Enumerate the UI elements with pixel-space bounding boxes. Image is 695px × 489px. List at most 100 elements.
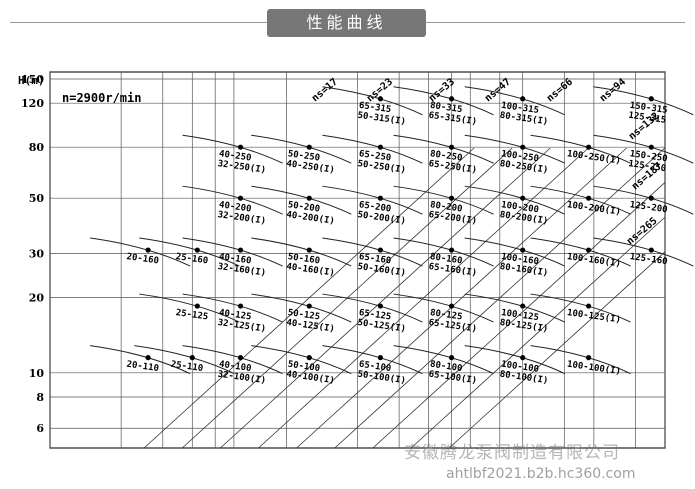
point-label: 20-110: [126, 360, 160, 374]
ns-line: [258, 147, 589, 449]
point-label-line: 40-250: [218, 149, 252, 163]
y-tick-label: 6: [36, 422, 44, 435]
data-point: [585, 195, 592, 201]
pump-curve: [322, 86, 423, 116]
data-point: [377, 247, 384, 253]
point-label-line: 32-160(I): [217, 262, 267, 279]
point-label-line: 40-160: [218, 252, 252, 266]
data-point: [585, 144, 592, 150]
watermark-company: 安徽腾龙泵阀制造有限公司: [404, 443, 620, 463]
ns-line: [143, 147, 475, 449]
data-point: [377, 96, 384, 102]
ns-line: [410, 216, 666, 449]
pump-curve: [182, 134, 283, 164]
pump-curve: [90, 237, 191, 267]
pump-curve: [393, 293, 494, 323]
point-label-line: 80-315(I): [499, 111, 549, 128]
pump-curve: [139, 237, 240, 267]
ns-line: [334, 147, 666, 449]
point-label-line: 65-200: [358, 200, 392, 214]
point-label-line: 80-200(I): [499, 210, 549, 227]
point-label-line: 20-110: [126, 360, 160, 374]
ns-line: [372, 182, 666, 449]
data-point: [189, 355, 195, 361]
point-label-line: 32-100(I): [217, 370, 267, 387]
y-tick-label: 8: [36, 391, 44, 404]
points: [145, 96, 654, 361]
data-point: [448, 355, 455, 361]
point-label: 125-200: [629, 200, 668, 215]
point-label-line: 80-250(I): [499, 159, 549, 176]
data-point: [377, 195, 384, 201]
point-label-line: 40-160(I): [286, 262, 336, 279]
pump-curve: [139, 293, 240, 323]
curves: [90, 86, 694, 375]
point-label-line: 40-200(I): [286, 210, 336, 227]
data-point: [520, 144, 526, 150]
pump-curve: [464, 86, 565, 116]
ns-label: ns=17: [310, 77, 340, 105]
point-label-line: 40-125: [218, 308, 252, 322]
pump-curve: [251, 293, 352, 323]
pump-curve: [251, 237, 352, 267]
data-point: [448, 247, 455, 253]
y-tick-label: 150: [21, 73, 44, 86]
data-point: [194, 247, 200, 253]
pump-curve: [464, 134, 565, 164]
data-point: [306, 355, 312, 361]
pump-curve: [251, 134, 352, 164]
pump-curve: [393, 237, 494, 267]
point-label-line: 25-110: [170, 360, 204, 374]
pump-curve: [464, 345, 565, 375]
data-point: [237, 303, 244, 309]
pump-curve: [530, 185, 631, 215]
pump-curve: [251, 185, 352, 215]
pump-curve: [322, 237, 423, 267]
y-tick-label: 50: [29, 192, 45, 205]
y-tick-label: 30: [29, 248, 45, 261]
header-rule-right: [426, 22, 685, 23]
pump-curve: [393, 345, 494, 375]
point-label-line: 80-200: [429, 200, 463, 214]
pump-curve: [90, 345, 191, 375]
data-point: [377, 355, 384, 361]
ns-line: [220, 147, 551, 449]
point-label-line: 25-125: [175, 308, 209, 322]
pump-curve: [464, 237, 565, 267]
y-tick-label: 10: [29, 367, 45, 380]
pump-curve: [530, 345, 631, 375]
y-tick-label: 80: [29, 141, 45, 154]
point-label-line: 50-160: [287, 252, 321, 266]
pump-curve: [593, 237, 694, 267]
data-point: [448, 195, 455, 201]
pump-curve: [182, 293, 283, 323]
data-point: [648, 195, 654, 201]
pump-curve: [464, 293, 565, 323]
data-point: [648, 247, 654, 253]
point-label-line: 80-100(I): [499, 370, 549, 387]
point-label-line: 80-125(I): [499, 318, 549, 335]
point-label: 25-125: [175, 308, 209, 322]
point-label-line: 65-315: [358, 101, 392, 115]
data-point: [306, 247, 312, 253]
point-label: 20-160: [126, 252, 160, 266]
data-point: [448, 144, 455, 150]
ns-label: ns=265: [625, 216, 660, 248]
speed-note: n=2900r/min: [62, 91, 141, 105]
pump-curve: [530, 293, 631, 323]
data-point: [520, 355, 526, 361]
pump-curve: [182, 185, 283, 215]
data-point: [237, 247, 244, 253]
